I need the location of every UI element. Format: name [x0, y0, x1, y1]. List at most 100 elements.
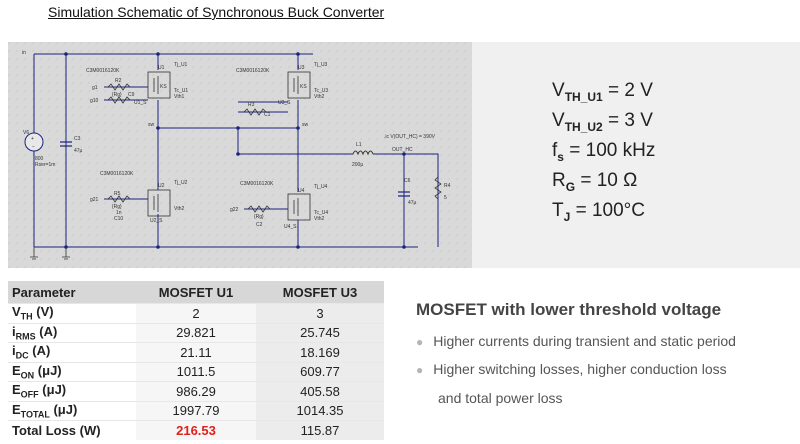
label-node-sw-1: sw: [148, 122, 155, 128]
cell-u1: 29.821: [136, 322, 256, 343]
header-mosfet-u3: MOSFET U3: [256, 281, 384, 304]
label-tc-u4: Tc_U4: [314, 210, 328, 216]
row-label: EOFF (μJ): [8, 381, 136, 401]
label-u4: U4: [298, 188, 305, 194]
conclusion-heading: MOSFET with lower threshold voltage: [416, 300, 722, 319]
cell-u1: 21.11: [136, 342, 256, 362]
table-row: VTH (V) 2 3: [8, 303, 384, 323]
header-parameter: Parameter: [8, 281, 136, 304]
label-part-u4: C3M0016120K: [240, 181, 274, 187]
label-ic-directive: .ic V(OUT_HC) = 390V: [384, 134, 436, 140]
label-vth2-u4: Vth2: [314, 216, 325, 222]
label-u4s: U4_S: [284, 224, 297, 230]
table-row-total-loss: Total Loss (W) 216.53 115.87: [8, 420, 384, 440]
label-r5: R5: [114, 191, 121, 197]
cell-u3: 1014.35: [256, 400, 384, 421]
label-c6-value: 47μ: [408, 200, 417, 206]
label-tc-u3: Tc_U3: [314, 88, 328, 94]
label-r4-value: 5: [444, 195, 447, 201]
mosfet-u2: [147, 189, 171, 217]
label-ks-u1: KS: [160, 84, 167, 90]
label-tj-u2: Tj_U2: [174, 180, 188, 186]
label-vth2-u2: Vth2: [174, 206, 185, 212]
row-label: iDC (A): [8, 342, 136, 362]
label-v6-rser: Rser=1m: [35, 162, 55, 168]
label-r8-top: R3: [248, 102, 255, 108]
bullet-item: ●Higher switching losses, higher conduct…: [416, 361, 727, 377]
table-row: ETOTAL (μJ) 1997.79 1014.35: [8, 400, 384, 421]
label-c10: C10: [114, 216, 123, 222]
label-g10: g10: [90, 98, 99, 104]
cell-u1: 1997.79: [136, 400, 256, 421]
schematic-panel: + − V6 800 Rser=1m C3 47μ in C3M00: [8, 42, 472, 268]
schematic-diagram: + − V6 800 Rser=1m C3 47μ in C3M00: [8, 42, 472, 268]
mosfet-u1: [147, 71, 171, 99]
mosfet-u3: [287, 71, 311, 99]
resistor-r5: [107, 195, 131, 203]
label-u1s: U1_S: [134, 100, 147, 106]
capacitor-c6: [398, 191, 410, 197]
resistor-r8: [243, 108, 267, 116]
bullet-dot-icon: ●: [416, 363, 424, 377]
mosfet-u4: [287, 193, 311, 221]
label-r2: R2: [115, 78, 122, 84]
header-mosfet-u1: MOSFET U1: [136, 281, 256, 304]
label-rg-3: {Rg}: [254, 214, 264, 220]
ground-symbols: [30, 247, 70, 260]
table-row: iDC (A) 21.11 18.169: [8, 342, 384, 362]
svg-text:+: +: [31, 136, 34, 142]
table-row: iRMS (A) 29.821 25.745: [8, 322, 384, 343]
row-label: VTH (V): [8, 303, 136, 323]
label-rg-1: {Rg}: [112, 92, 122, 98]
param-tj: TJ = 100°C: [552, 200, 645, 224]
param-rg: RG = 10 Ω: [552, 170, 638, 194]
row-label: ETOTAL (μJ): [8, 400, 136, 421]
label-c1: C1: [264, 112, 271, 118]
label-u2s: U2_S: [150, 218, 163, 224]
label-u2: U2: [158, 183, 165, 189]
label-c2: C2: [256, 222, 263, 228]
resistor-r6: [247, 205, 271, 213]
label-u3s: U3_S: [278, 100, 291, 106]
label-c9: C9: [128, 92, 135, 98]
slide-title: Simulation Schematic of Synchronous Buck…: [48, 4, 385, 20]
label-vth2-u3: Vth2: [314, 94, 325, 100]
label-c3: C3: [74, 136, 81, 142]
resistor-r2: [107, 83, 131, 91]
label-l1-value: 200μ: [352, 162, 363, 168]
resistor-r4: [434, 176, 442, 200]
cell-u3: 18.169: [256, 342, 384, 362]
table-header-row: Parameter MOSFET U1 MOSFET U3: [8, 281, 384, 304]
cell-u1: 1011.5: [136, 361, 256, 382]
cell-u3: 3: [256, 303, 384, 323]
simulation-parameters-panel: VTH_U1 = 2 V VTH_U2 = 3 V fs = 100 kHz R…: [472, 42, 800, 268]
voltage-source-v6: [24, 132, 44, 152]
cell-u1-highlight: 216.53: [136, 420, 256, 440]
bullet-dot-icon: ●: [416, 335, 424, 349]
cell-u3: 115.87: [256, 420, 384, 440]
label-part-u1: C3M0016120K: [86, 68, 120, 74]
param-vth-u2: VTH_U2 = 3 V: [552, 110, 653, 134]
table-row: EON (μJ) 1011.5 609.77: [8, 361, 384, 382]
label-node-in: in: [22, 50, 26, 56]
cell-u3: 25.745: [256, 322, 384, 343]
row-label: Total Loss (W): [8, 420, 136, 440]
row-label: EON (μJ): [8, 361, 136, 382]
label-v6-value: 800: [35, 156, 44, 162]
resistor-r3: [107, 96, 131, 104]
bullet-item: ●Higher currents during transient and st…: [416, 333, 736, 349]
svg-text:−: −: [32, 144, 35, 150]
label-part-u2: C3M0016120K: [100, 171, 134, 177]
cell-u3: 405.58: [256, 381, 384, 401]
param-vth-u1: VTH_U1 = 2 V: [552, 80, 653, 104]
label-vth1-u1: Vth1: [174, 94, 185, 100]
label-ks-u3: KS: [300, 84, 307, 90]
cell-u3: 609.77: [256, 361, 384, 382]
label-v6: V6: [23, 130, 29, 136]
label-tj-u1: Tj_U1: [174, 62, 188, 68]
label-out-hc: OUT_HC: [392, 147, 413, 153]
table-row: EOFF (μJ) 986.29 405.58: [8, 381, 384, 401]
label-r4: R4: [444, 183, 451, 189]
label-tj-u3: Tj_U3: [314, 62, 328, 68]
param-fs: fs = 100 kHz: [552, 140, 656, 164]
